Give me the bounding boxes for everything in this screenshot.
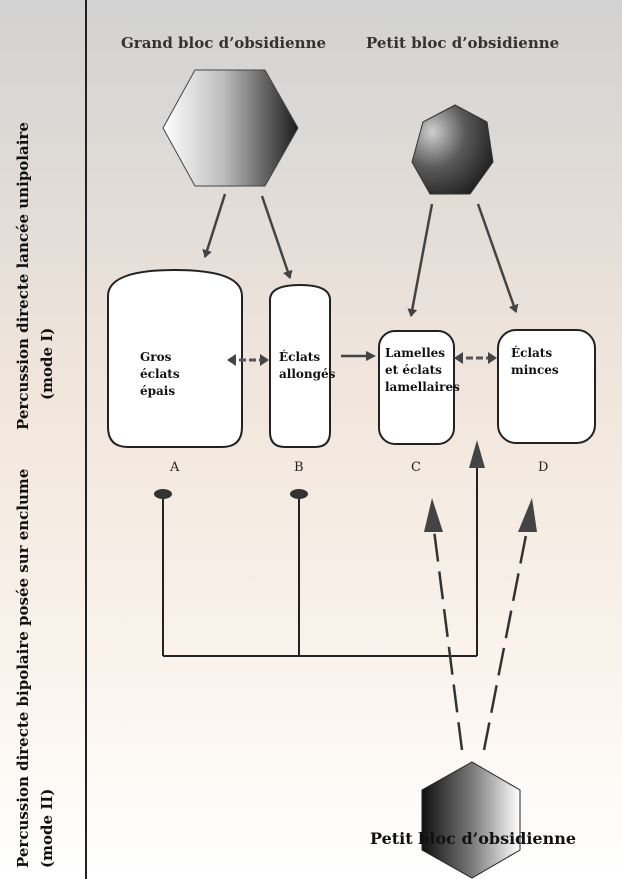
bipolar-connector xyxy=(162,460,478,657)
bottom-petit-bloc-label: Petit bloc d’obsidienne xyxy=(370,829,577,848)
box-c-text: Lamelles et éclats lamellaires xyxy=(385,345,460,396)
double-arrow-a-b xyxy=(227,354,269,366)
small-obsidian-block-icon xyxy=(411,104,494,195)
arrowhead-dashed-right xyxy=(518,498,537,532)
arrow-small-to-c xyxy=(407,203,434,317)
letter-b: B xyxy=(294,460,304,475)
box-b-text: Éclats allongés xyxy=(279,349,335,383)
letter-a: A xyxy=(170,460,180,475)
arrowhead-dashed-left xyxy=(424,498,443,532)
box-d-text: Éclats minces xyxy=(511,345,559,379)
mode1-label: Percussion directe lancée unipolaire xyxy=(14,122,32,430)
arrow-big-to-a xyxy=(202,193,227,258)
box-a-line: épais xyxy=(140,384,176,398)
bottom-obsidian-block-icon xyxy=(421,761,521,879)
large-obsidian-block-icon xyxy=(162,69,299,187)
arrow-b-to-c xyxy=(341,351,376,361)
box-d-line: minces xyxy=(511,363,559,377)
header-grand-bloc: Grand bloc d’obsidienne xyxy=(121,34,327,52)
box-c-line: lamellaires xyxy=(385,380,460,394)
mode1-sublabel: (mode I) xyxy=(38,327,56,400)
mode2-sublabel: (mode II) xyxy=(38,788,56,868)
arrow-small-to-d xyxy=(476,203,519,313)
arrowhead-to-c xyxy=(469,440,485,468)
box-a-line: Gros xyxy=(140,350,172,364)
box-c xyxy=(378,330,455,445)
header-petit-bloc: Petit bloc d’obsidienne xyxy=(366,34,560,52)
box-a xyxy=(107,268,243,448)
box-b-line: allongés xyxy=(279,367,336,381)
mode2-label: Percussion directe bipolaire posée sur e… xyxy=(14,468,32,868)
box-c-line: et éclats xyxy=(385,363,442,377)
letter-c: C xyxy=(411,460,421,475)
arrow-big-to-b xyxy=(260,195,293,279)
box-c-line: Lamelles xyxy=(385,346,446,360)
double-arrow-c-d xyxy=(454,352,497,364)
box-a-text: Gros éclats épais xyxy=(140,349,180,400)
box-b-line: Éclats xyxy=(279,350,321,364)
anvil-marker-b xyxy=(290,489,308,499)
box-d xyxy=(497,329,596,444)
box-b xyxy=(269,283,331,448)
letter-d: D xyxy=(538,460,549,475)
box-d-line: Éclats xyxy=(511,346,553,360)
anvil-marker-a xyxy=(154,489,172,499)
box-a-line: éclats xyxy=(140,367,180,381)
